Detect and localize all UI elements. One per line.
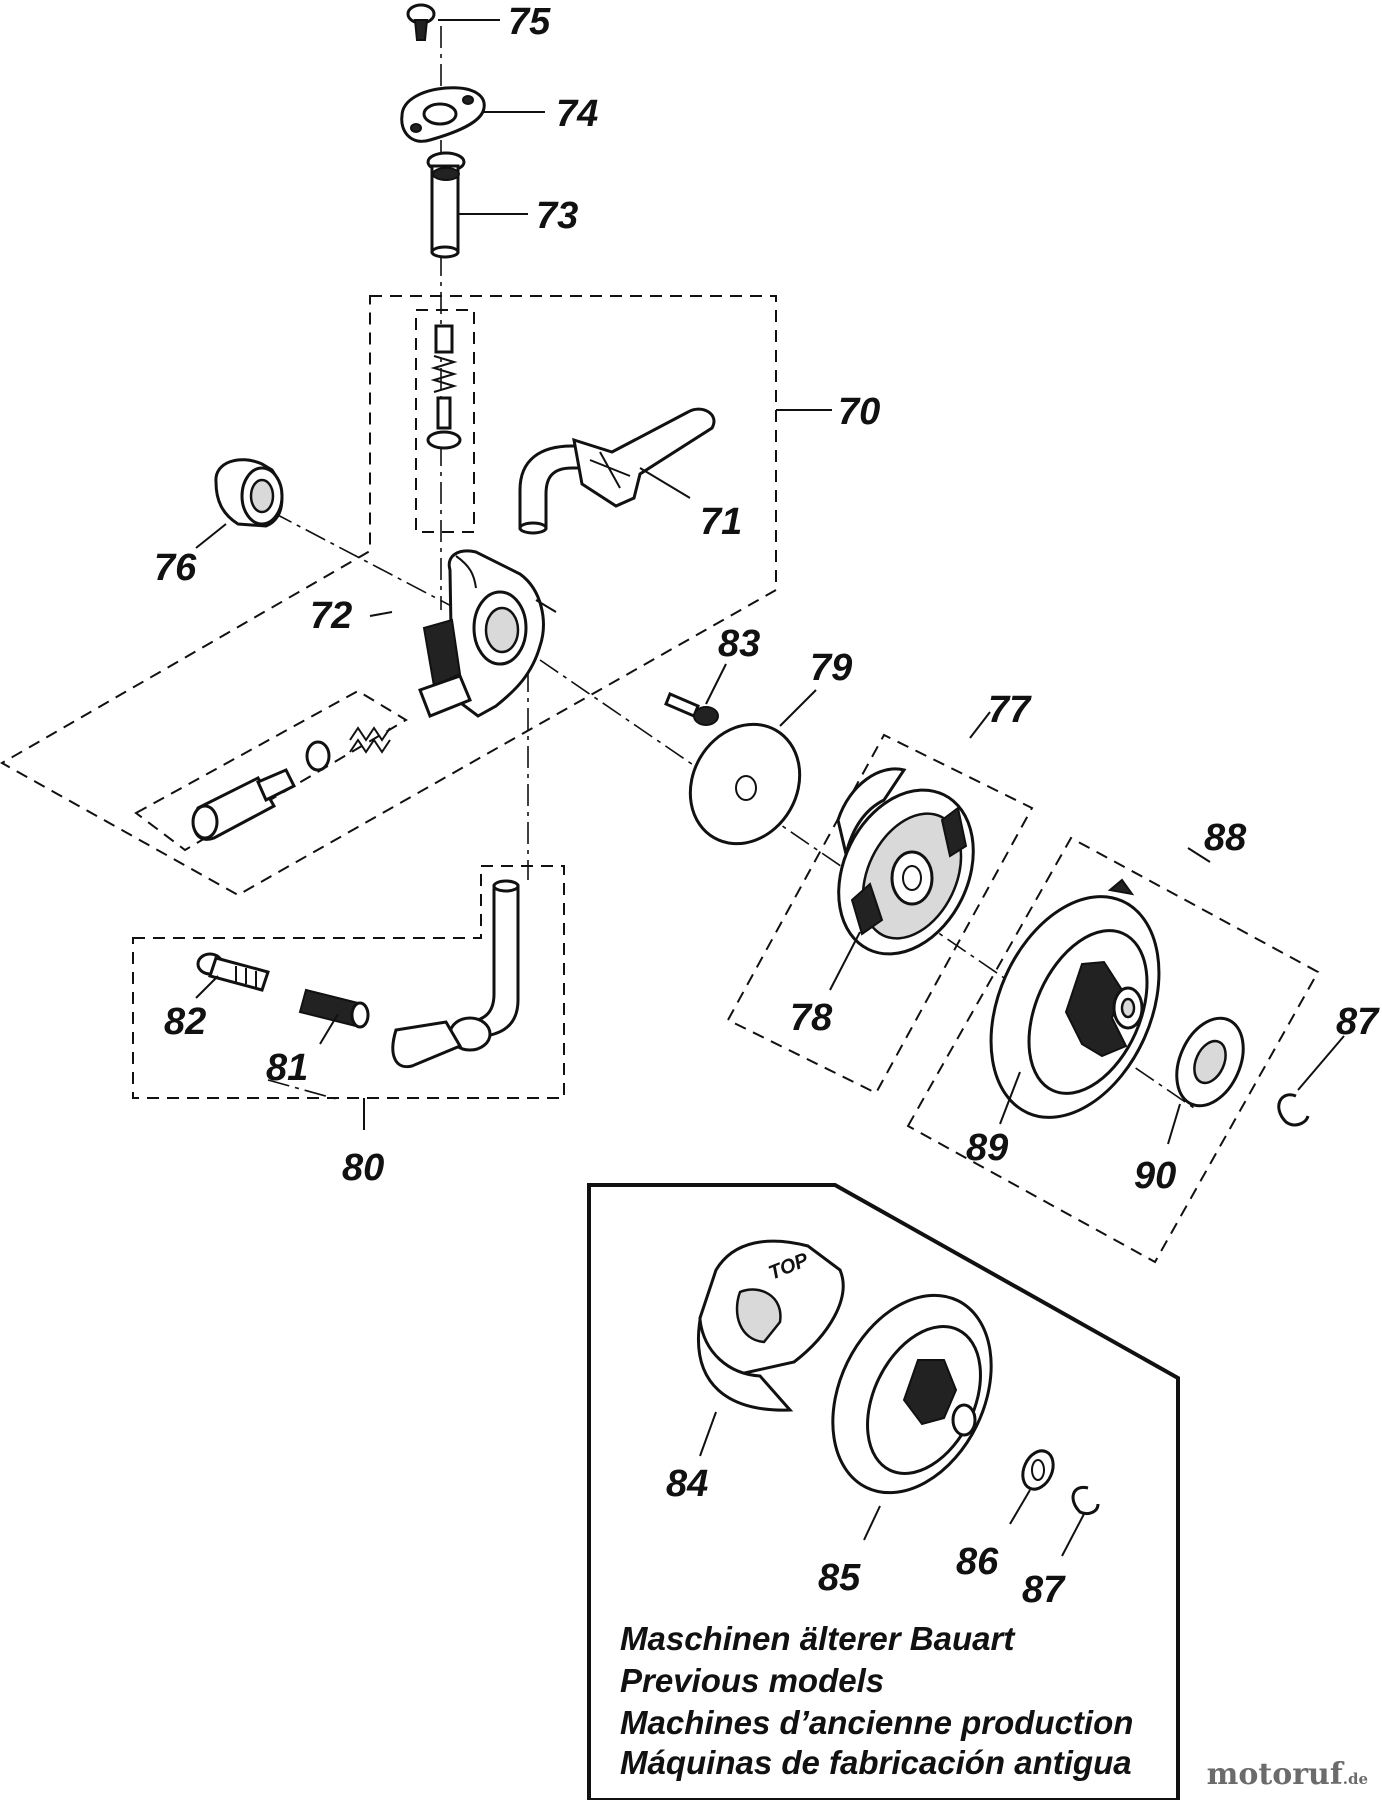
part-72-valve-spring [426,324,462,450]
callout-81: 81 [266,1047,308,1089]
part-87-clip [1277,1093,1310,1127]
watermark-name: motoruf [1206,1757,1343,1792]
part-76-roller [214,458,284,528]
callout-79: 79 [810,647,852,689]
part-75-screw [406,3,436,41]
assembly-box-72-pump [134,689,408,852]
part-72-piston [191,726,391,841]
part-85-clutch-drum [831,1293,993,1495]
part-74-gasket [400,86,486,143]
watermark-tld: .de [1342,1770,1368,1788]
callout-83: 83 [718,623,760,665]
assembly-boxes [0,295,1320,1264]
part-73-pin [426,151,466,259]
assembly-box-70 [0,295,777,897]
callout-86: 86 [956,1541,999,1583]
callout-78: 78 [790,997,833,1039]
callout-75: 75 [508,1,551,43]
caption-line-fr: Machines d’ancienne production [620,1704,1133,1741]
callout-84: 84 [666,1463,708,1505]
part-80-oil-hose [391,879,520,1069]
callout-73: 73 [536,195,578,237]
assembly-box-72-valve [415,309,475,533]
watermark-logo: motoruf.de [1207,1757,1368,1792]
part-77-clutch [836,767,975,956]
part-86-washer [1021,1449,1055,1491]
callout-87-inset: 87 [1022,1569,1066,1611]
part-81-filter [298,988,370,1029]
callouts: 75 74 73 70 71 76 72 83 79 77 88 78 87 8… [154,1,1380,1611]
callout-88: 88 [1204,817,1247,859]
callout-80: 80 [342,1147,384,1189]
assembly-box-88 [906,836,1320,1264]
assembly-box-80 [132,865,565,1099]
callout-85: 85 [818,1557,861,1599]
callout-72: 72 [310,595,352,637]
part-89-clutch-drum [989,878,1161,1119]
part-83-screw [664,692,719,726]
caption-line-en: Previous models [620,1662,884,1699]
part-87-clip-inset [1071,1485,1100,1516]
part-84-clutch-shoe: TOP [697,1239,845,1412]
assembly-box-77 [726,733,1034,1095]
callout-89: 89 [966,1127,1008,1169]
inset-caption: Maschinen älterer Bauart Previous models… [620,1620,1133,1781]
callout-90: 90 [1134,1155,1176,1197]
part-82-fitting [196,952,270,992]
part-79-washer [688,722,802,846]
callout-71: 71 [700,501,742,543]
caption-line-es: Máquinas de fabricación antigua [620,1744,1132,1781]
callout-70: 70 [838,391,880,433]
leader-lines [195,19,1345,1557]
caption-line-de: Maschinen älterer Bauart [620,1620,1016,1657]
inset-previous-models: TOP [587,1183,1180,1800]
callout-87-main: 87 [1336,1001,1380,1043]
callout-74: 74 [556,93,598,135]
callout-82: 82 [164,1001,206,1043]
callout-76: 76 [154,547,197,589]
callout-77: 77 [988,689,1032,731]
part-71-hose [518,407,716,535]
part-90-washer [1175,1016,1245,1108]
part-72-pump-body [418,549,557,718]
